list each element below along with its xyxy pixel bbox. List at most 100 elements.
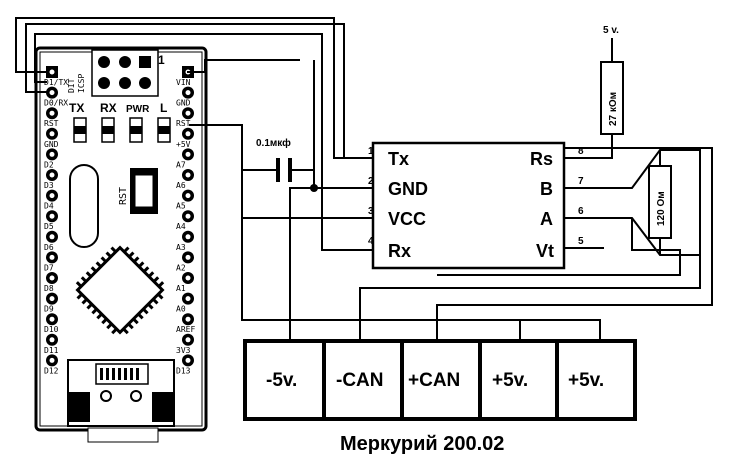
left-pin-label-9: D7 xyxy=(44,263,54,272)
right-pin-label-12: AREF xyxy=(176,325,195,334)
right-pin-label-5: A6 xyxy=(176,181,186,190)
left-pin-hole-13 xyxy=(49,337,55,343)
right-pin-hole-6 xyxy=(185,193,191,199)
module-pin-2-label: GND xyxy=(388,179,428,199)
wire-b xyxy=(359,149,701,341)
left-pin-label-0: D1/TX xyxy=(44,78,68,87)
usb-connector xyxy=(67,359,175,443)
left-pin-label-10: D8 xyxy=(44,284,54,293)
gnd-junction-dot xyxy=(310,184,318,192)
meter-terminal-block: -5v. -CAN +CAN +5v. +5v. Меркурий 200.02 xyxy=(243,339,637,455)
led-label-tx: TX xyxy=(69,101,84,115)
left-pin-hole-8 xyxy=(49,234,55,240)
module-pin-7-label: B xyxy=(540,179,553,199)
wire-tx xyxy=(15,17,373,159)
right-pin-label-14: D13 xyxy=(176,366,191,375)
left-pin-hole-4 xyxy=(49,151,55,157)
right-pin-label-3: +5V xyxy=(176,140,191,149)
icsp-label: ICSP xyxy=(77,74,86,93)
status-leds xyxy=(73,117,171,143)
right-pin-hole-8 xyxy=(185,234,191,240)
right-pin-label-0: VIN xyxy=(176,78,191,87)
module-pin-4-label: Rx xyxy=(388,241,411,261)
right-pin-hole-11 xyxy=(185,296,191,302)
led-label-pwr: PWR xyxy=(126,104,150,115)
termination-resistor-label: 120 Ом xyxy=(656,191,667,226)
right-pin-hole-1 xyxy=(185,90,191,96)
icsp-header: 1 ICSP DIT xyxy=(67,49,165,97)
wire-rst-cap xyxy=(189,124,521,341)
icsp-number: 1 xyxy=(158,53,165,67)
left-pin-label-5: D3 xyxy=(44,181,54,190)
left-pin-hole-1 xyxy=(49,90,55,96)
dit-label: DIT xyxy=(67,78,76,93)
right-pin-hole-14 xyxy=(185,357,191,363)
right-pin-hole-9 xyxy=(185,254,191,260)
module-pin-8-label: Rs xyxy=(530,149,553,169)
module-pin-2-num: 2 xyxy=(368,176,374,187)
supply-label: 5 v. xyxy=(603,25,619,36)
crystal xyxy=(69,164,99,248)
left-pin-label-7: D5 xyxy=(44,222,54,231)
terminal-4-label: +5v. xyxy=(492,370,528,391)
right-pin-label-7: A4 xyxy=(176,222,186,231)
rs485-module: 1 Tx 2 GND 3 VCC 4 Rx 8 Rs 7 B 6 A 5 Vt xyxy=(368,141,584,270)
pullup-resistor-label: 27 кОм xyxy=(608,92,619,126)
terminal-1-label: -5v. xyxy=(266,370,297,391)
wire-plus5-b xyxy=(520,319,601,341)
terminal-3-label: +CAN xyxy=(408,370,460,391)
wire-plus5-a xyxy=(436,147,713,341)
reset-button: RST xyxy=(118,168,158,214)
wire-rx-3 xyxy=(34,33,373,251)
left-pin-label-11: D9 xyxy=(44,305,54,314)
reset-button-label: RST xyxy=(118,187,129,205)
right-pin-hole-5 xyxy=(185,172,191,178)
right-pin-hole-7 xyxy=(185,213,191,219)
terminal-2-label: -CAN xyxy=(336,370,384,391)
wire-gnd-minus5 xyxy=(289,187,314,341)
left-pin-hole-0 xyxy=(49,69,55,75)
left-pin-label-3: GND xyxy=(44,140,59,149)
arduino-nano-board: 1 ICSP DIT TX RX PWR L RST xyxy=(34,46,208,443)
left-pin-hole-12 xyxy=(49,316,55,322)
right-pin-hole-3 xyxy=(185,131,191,137)
right-pin-hole-4 xyxy=(185,151,191,157)
module-pin-3-label: VCC xyxy=(388,209,426,229)
left-pin-hole-5 xyxy=(49,172,55,178)
right-pin-hole-13 xyxy=(185,337,191,343)
right-pin-hole-10 xyxy=(185,275,191,281)
left-pin-hole-7 xyxy=(49,213,55,219)
right-pin-label-13: 3V3 xyxy=(176,346,191,355)
right-pin-hole-12 xyxy=(185,316,191,322)
wire-rx-2 xyxy=(25,23,345,158)
module-pin-6-num: 6 xyxy=(578,206,584,217)
module-pin-6-label: A xyxy=(540,209,553,229)
module-pin-8-num: 8 xyxy=(578,146,584,157)
microcontroller-chip xyxy=(75,245,165,335)
pullup-resistor: 27 кОм 5 v. xyxy=(600,25,624,135)
left-pin-label-6: D4 xyxy=(44,202,54,211)
led-label-l: L xyxy=(160,101,167,115)
right-pin-label-9: A2 xyxy=(176,263,186,272)
capacitor: 0.1мкф xyxy=(256,137,292,182)
right-pin-label-10: A1 xyxy=(176,284,186,293)
led-label-rx: RX xyxy=(100,101,117,115)
wire-gnd-top xyxy=(187,59,300,73)
left-pin-hole-10 xyxy=(49,275,55,281)
right-pin-label-4: A7 xyxy=(176,160,186,169)
left-pin-hole-11 xyxy=(49,296,55,302)
left-pin-hole-3 xyxy=(49,131,55,137)
right-pin-label-2: RST xyxy=(176,119,191,128)
left-pin-hole-14 xyxy=(49,357,55,363)
left-pin-label-2: RST xyxy=(44,119,59,128)
meter-title: Меркурий 200.02 xyxy=(340,433,504,455)
left-pin-hole-9 xyxy=(49,254,55,260)
wires xyxy=(15,17,713,341)
module-pin-5-num: 5 xyxy=(578,236,584,247)
right-pin-hole-2 xyxy=(185,110,191,116)
wire-rs xyxy=(564,134,613,159)
termination-resistor: 120 Ом xyxy=(648,150,672,255)
left-pin-label-13: D11 xyxy=(44,346,59,355)
